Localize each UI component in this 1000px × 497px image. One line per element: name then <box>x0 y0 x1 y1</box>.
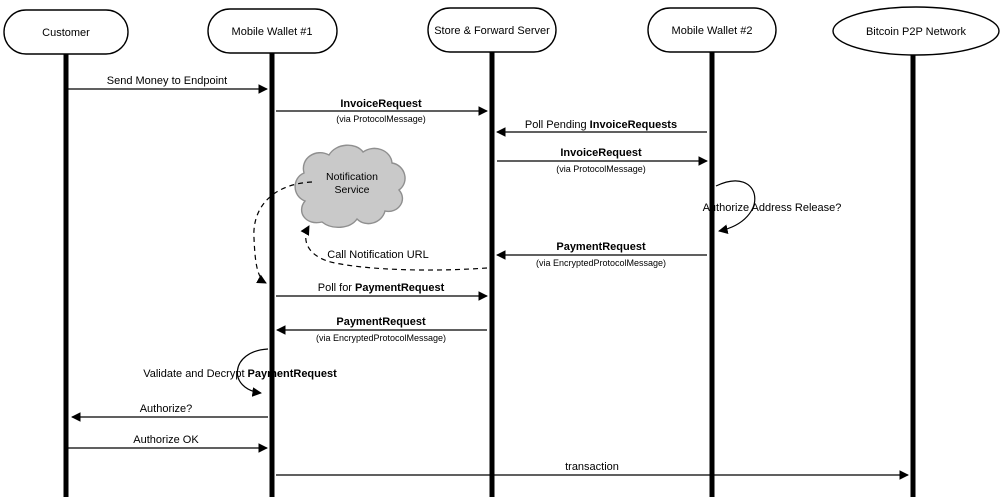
message-invoice-request-to-wallet2-label: InvoiceRequest <box>560 147 642 159</box>
message-call-notification-url-label: Call Notification URL <box>327 249 428 261</box>
lifeline-store-forward-server <box>489 52 495 497</box>
actor-customer-box <box>3 9 129 55</box>
actor-customer: Customer <box>3 9 129 55</box>
message-transaction: transaction <box>276 461 909 480</box>
message-authorize-address-release-label: Authorize Address Release? <box>703 202 842 214</box>
message-authorize-question: Authorize? <box>71 403 268 422</box>
message-invoice-request-to-wallet2-via: (via ProtocolMessage) <box>556 164 646 174</box>
cloud-label-line2: Service <box>334 184 369 196</box>
lifeline-customer <box>63 54 69 497</box>
actor-mobile-wallet-1-label: Mobile Wallet #1 <box>232 26 313 38</box>
lifeline-mobile-wallet-2 <box>709 52 715 497</box>
actor-store-forward-server-box <box>427 7 557 53</box>
actor-bitcoin-p2p-network: Bitcoin P2P Network <box>832 6 1000 56</box>
message-call-notification-url: Call Notification URL <box>300 225 488 271</box>
message-send-money-label: Send Money to Endpoint <box>107 75 227 87</box>
actor-mobile-wallet-1: Mobile Wallet #1 <box>207 8 338 54</box>
message-authorize-address-release-loop <box>715 180 756 234</box>
actor-mobile-wallet-1-box <box>207 8 338 54</box>
message-poll-for-payment-request-label-prefix: Poll for <box>318 282 353 294</box>
cloud-label-line1: Notification <box>326 171 378 183</box>
actor-store-forward-server-label: Store & Forward Server <box>434 25 550 37</box>
message-authorize-question-label: Authorize? <box>140 403 193 415</box>
actor-mobile-wallet-2-box <box>647 7 777 53</box>
message-authorize-ok-label: Authorize OK <box>133 434 199 446</box>
message-invoice-request-to-server-via: (via ProtocolMessage) <box>336 114 426 124</box>
message-validate-and-decrypt-loop <box>236 348 269 397</box>
message-poll-for-payment-request-label-bold: PaymentRequest <box>355 282 445 294</box>
actor-mobile-wallet-2: Mobile Wallet #2 <box>647 7 777 53</box>
actor-bitcoin-p2p-network-shape <box>832 6 1000 56</box>
message-payment-request-to-wallet1-label: PaymentRequest <box>336 316 426 328</box>
actor-mobile-wallet-2-label: Mobile Wallet #2 <box>672 25 753 37</box>
message-authorize-ok: Authorize OK <box>68 434 268 453</box>
message-payment-request-to-server: PaymentRequest (via EncryptedProtocolMes… <box>496 241 707 268</box>
lifeline-mobile-wallet-1 <box>269 53 275 497</box>
message-validate-and-decrypt-label-bold: PaymentRequest <box>248 368 338 380</box>
message-payment-request-to-server-label: PaymentRequest <box>556 241 646 253</box>
message-validate-and-decrypt: Validate and Decrypt PaymentRequest <box>143 348 337 397</box>
message-notification-to-wallet1-arrow <box>253 181 313 284</box>
message-poll-pending-label-bold: InvoiceRequests <box>590 119 677 131</box>
message-payment-request-to-server-via: (via EncryptedProtocolMessage) <box>536 258 666 268</box>
message-payment-request-to-wallet1-via: (via EncryptedProtocolMessage) <box>316 333 446 343</box>
actor-bitcoin-p2p-network-label: Bitcoin P2P Network <box>866 26 967 38</box>
message-poll-pending-label-prefix: Poll Pending <box>525 119 587 131</box>
message-payment-request-to-wallet1: PaymentRequest (via EncryptedProtocolMes… <box>276 316 487 343</box>
message-invoice-request-to-server-label: InvoiceRequest <box>340 98 422 110</box>
lifeline-bitcoin-p2p-network <box>910 55 916 497</box>
message-call-notification-url-arrow <box>300 225 488 271</box>
message-authorize-address-release: Authorize Address Release? <box>703 180 842 234</box>
message-send-money-to-endpoint: Send Money to Endpoint <box>68 75 268 94</box>
notification-service-cloud: Notification Service <box>294 144 406 228</box>
message-invoice-request-to-server: InvoiceRequest (via ProtocolMessage) <box>276 98 488 124</box>
actor-store-forward-server: Store & Forward Server <box>427 7 557 53</box>
message-transaction-label: transaction <box>565 461 619 473</box>
message-invoice-request-to-wallet2: InvoiceRequest (via ProtocolMessage) <box>497 147 708 174</box>
cloud-shape <box>294 144 406 228</box>
message-validate-and-decrypt-label-prefix: Validate and Decrypt <box>143 368 244 380</box>
message-validate-and-decrypt-label: Validate and Decrypt PaymentRequest <box>143 368 337 380</box>
message-notification-to-wallet1 <box>253 181 313 284</box>
actor-customer-label: Customer <box>42 27 90 39</box>
